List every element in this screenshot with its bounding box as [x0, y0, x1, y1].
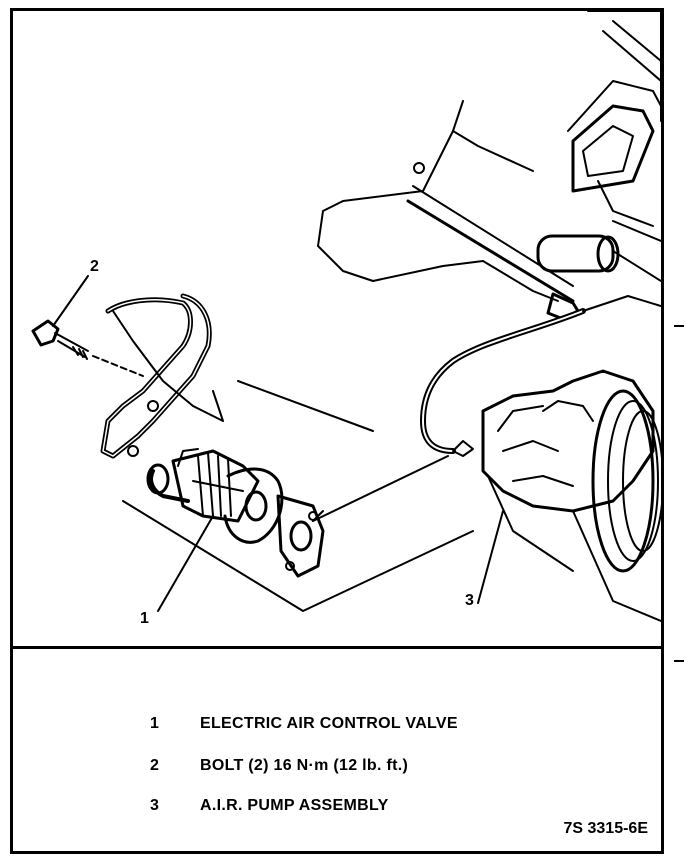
margin-tick [674, 325, 684, 327]
legend-text: BOLT (2) 16 N·m (12 lb. ft.) [200, 757, 409, 774]
callout-pointers [52, 275, 504, 612]
callout-3: 3 [465, 592, 474, 609]
legend-item: 3 A.I.R. PUMP ASSEMBLY [150, 794, 389, 818]
air-hose [420, 295, 661, 457]
electric-air-control-valve [146, 448, 325, 578]
leader-lines [122, 380, 474, 612]
figure-frame [10, 8, 664, 854]
callout-2: 2 [90, 258, 99, 275]
margin-tick [674, 660, 684, 662]
legend-text: A.I.R. PUMP ASSEMBLY [200, 797, 389, 814]
air-pump [481, 369, 661, 622]
legend-item: 2 BOLT (2) 16 N·m (12 lb. ft.) [150, 754, 408, 778]
legend-divider [10, 646, 664, 649]
legend-number: 3 [150, 797, 160, 814]
valve-bracket [100, 293, 224, 459]
manifold [317, 100, 580, 321]
bolt [31, 319, 144, 377]
legend-number: 1 [150, 715, 160, 732]
legend-text: ELECTRIC AIR CONTROL VALVE [200, 715, 458, 732]
engine-block [536, 11, 661, 282]
legend-number: 2 [150, 757, 160, 774]
figure-code: 7S 3315-6E [563, 820, 648, 837]
callout-1: 1 [140, 610, 149, 627]
legend-item: 1 ELECTRIC AIR CONTROL VALVE [150, 712, 458, 736]
engine-illustration [31, 11, 661, 622]
